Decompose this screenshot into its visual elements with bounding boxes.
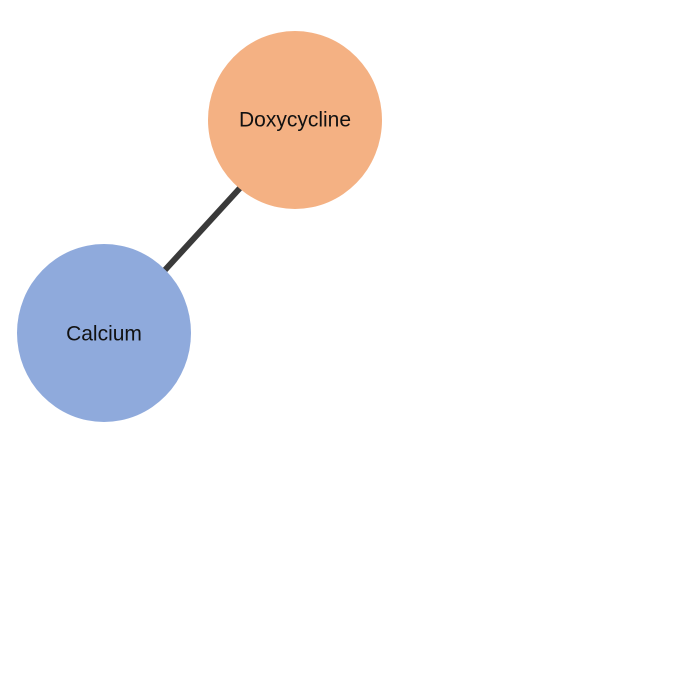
edge-doxycycline-calcium[interactable] xyxy=(162,185,243,273)
node-doxycycline-label: Doxycycline xyxy=(239,109,351,132)
node-calcium-circle[interactable] xyxy=(17,244,191,422)
node-doxycycline-circle[interactable] xyxy=(208,31,382,209)
node-calcium-label: Calcium xyxy=(66,323,142,346)
node-calcium[interactable]: Calcium xyxy=(17,244,191,422)
node-doxycycline[interactable]: Doxycycline xyxy=(208,31,382,209)
